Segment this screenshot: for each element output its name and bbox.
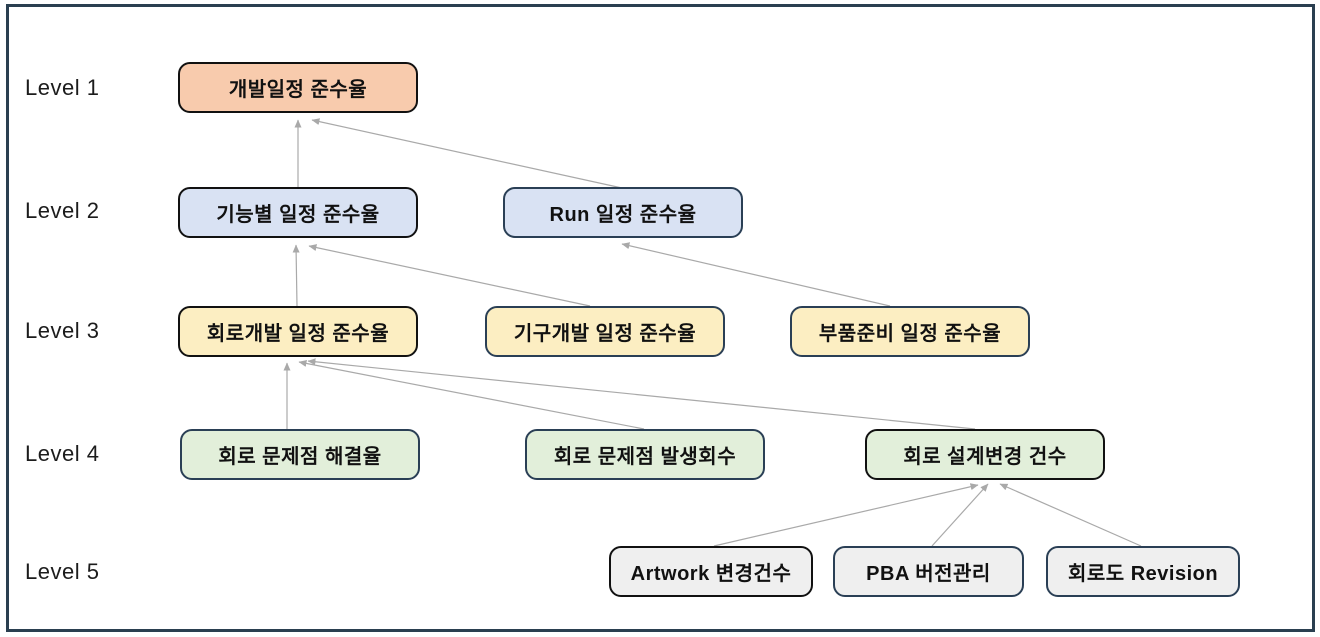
edge-l3-circuit-dev-schedule-to-l2-functional-schedule (292, 244, 300, 307)
level-2-label: Level 2 (25, 198, 100, 223)
node-l3-parts-prep-schedule: 부품준비 일정 준수율 (790, 306, 1030, 357)
edge-l3-parts-prep-schedule-to-l2-run-schedule (621, 242, 891, 307)
edge-l2-run-schedule-to-l1-dev-schedule (311, 118, 623, 189)
node-l3-circuit-dev-schedule: 회로개발 일정 준수율 (178, 306, 418, 357)
node-l3-mechanism-dev-schedule: 기구개발 일정 준수율 (485, 306, 725, 357)
level-3-label: Level 3 (25, 318, 100, 343)
node-l5-pba-version: PBA 버전관리 (833, 546, 1024, 597)
node-l4-circuit-design-change: 회로 설계변경 건수 (865, 429, 1105, 480)
edge-l5-schematic-revision-to-l4-circuit-design-change (999, 483, 1142, 547)
edge-l5-artwork-change-to-l4-circuit-design-change (713, 483, 979, 547)
node-l5-schematic-revision: 회로도 Revision (1046, 546, 1240, 597)
node-l1-dev-schedule: 개발일정 준수율 (178, 62, 418, 113)
node-l2-functional-schedule: 기능별 일정 준수율 (178, 187, 418, 238)
node-l4-circuit-issue-occurrence: 회로 문제점 발생회수 (525, 429, 765, 480)
edge-l4-circuit-issue-occurrence-to-l3-circuit-dev-schedule (298, 359, 645, 430)
level-5-label: Level 5 (25, 559, 100, 584)
node-l5-artwork-change: Artwork 변경건수 (609, 546, 813, 597)
level-4-label: Level 4 (25, 441, 100, 466)
edge-l4-circuit-design-change-to-l3-circuit-dev-schedule (307, 358, 976, 430)
node-l2-run-schedule: Run 일정 준수율 (503, 187, 743, 238)
edge-l5-pba-version-to-l4-circuit-design-change (931, 483, 989, 547)
level-1-label: Level 1 (25, 75, 100, 100)
edge-l3-mechanism-dev-schedule-to-l2-functional-schedule (308, 244, 591, 307)
node-l4-circuit-issue-resolution: 회로 문제점 해결율 (180, 429, 420, 480)
